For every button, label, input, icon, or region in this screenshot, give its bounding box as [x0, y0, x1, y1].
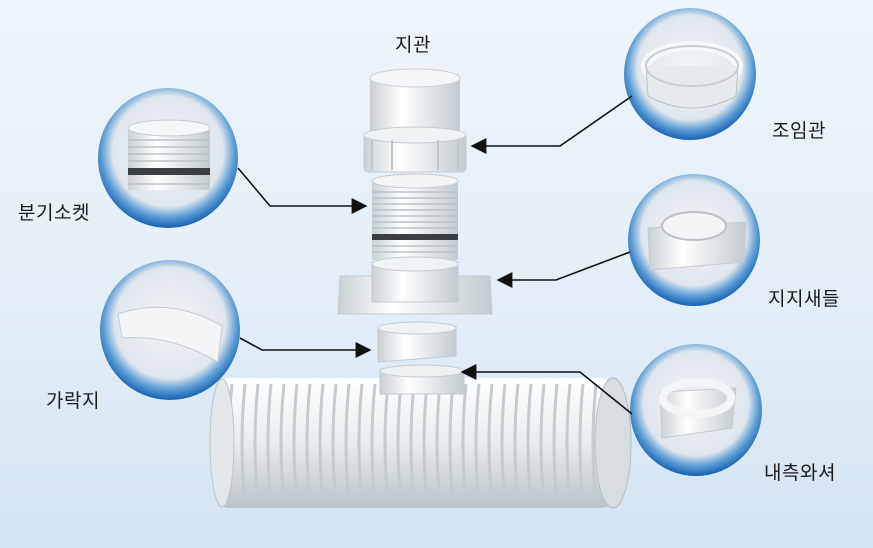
- inner-washer-part: [380, 365, 464, 394]
- branch-pipe-part: [370, 69, 460, 136]
- socket-detail-circle: [98, 88, 238, 228]
- corrugated-main-pipe: [210, 378, 631, 508]
- union-nut-part: [364, 127, 466, 172]
- saddle-part: [338, 257, 492, 314]
- funnel-label: 가락지: [46, 386, 100, 413]
- branch-socket-label: 분기소켓: [18, 198, 90, 225]
- union-pipe-label: 조임관: [772, 116, 826, 143]
- branch-socket-part: [372, 174, 458, 260]
- funnel-detail-circle: [100, 260, 240, 400]
- pipe-stack: [338, 69, 492, 394]
- inner-washer-label: 내측와셔: [764, 458, 836, 485]
- saddle-label: 지지새들: [768, 284, 840, 311]
- threaded-socket-icon: [128, 120, 210, 190]
- socket-arrow: [238, 168, 366, 206]
- funnel-arrow: [240, 338, 370, 350]
- union-arrow: [472, 96, 632, 146]
- union-detail-circle: [624, 8, 756, 140]
- saddle-arrow: [498, 252, 630, 280]
- washer-detail-circle: [630, 344, 762, 476]
- saddle-detail-circle: [628, 174, 760, 306]
- funnel-ring-part: [378, 322, 456, 362]
- branch-pipe-label: 지관: [395, 30, 431, 57]
